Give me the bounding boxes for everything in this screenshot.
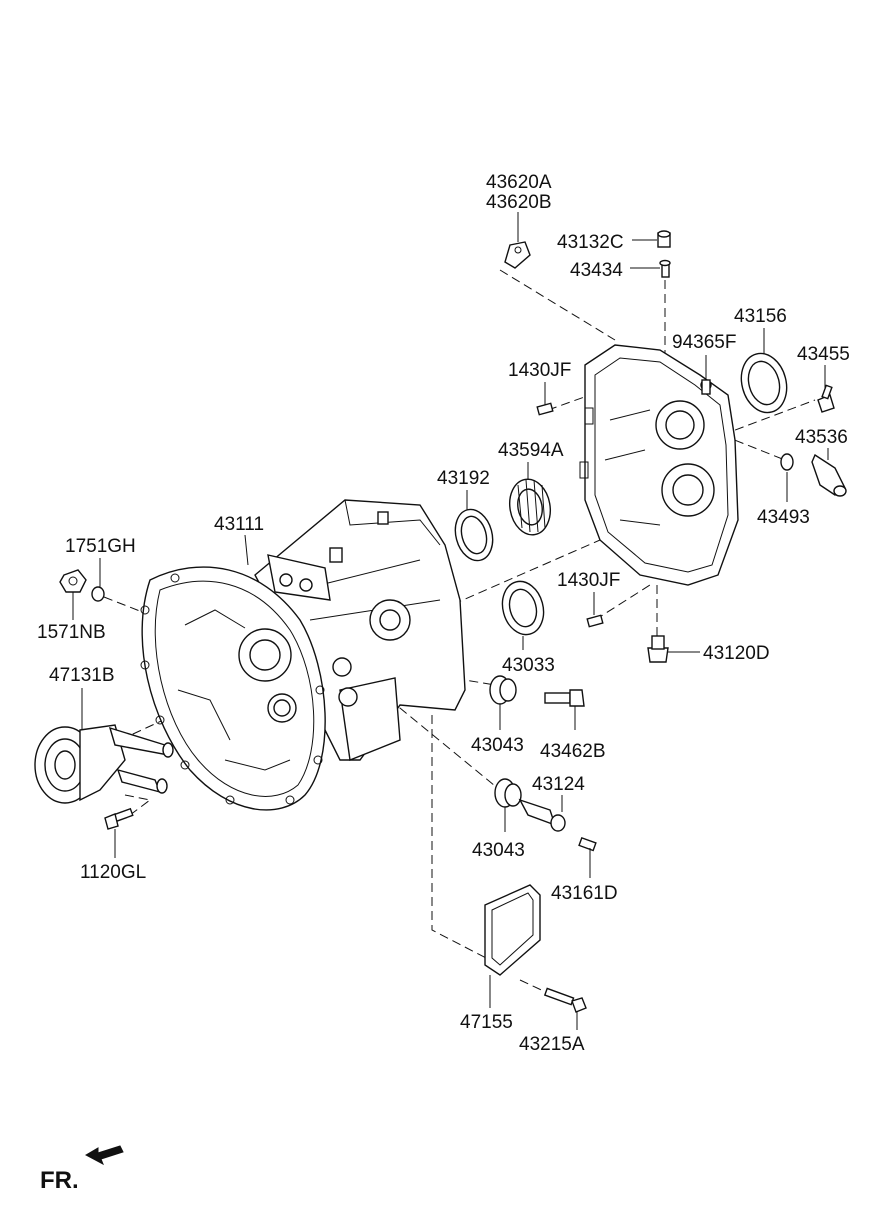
bolt-43455 [817, 384, 835, 413]
label-43594A: 43594A [498, 440, 564, 461]
label-43192: 43192 [437, 468, 490, 489]
label-43120D: 43120D [703, 643, 770, 664]
bracket-43620 [504, 241, 531, 269]
pin-43434 [659, 259, 671, 278]
cover-47155 [484, 884, 541, 976]
shaft-43124 [518, 798, 566, 832]
front-direction-arrow-icon [84, 1145, 124, 1166]
label-1120GL: 1120GL [80, 862, 146, 883]
label-43462B: 43462B [540, 741, 606, 762]
label-43033: 43033 [502, 655, 555, 676]
pin-1430JF-top [536, 402, 554, 416]
seal-43033 [501, 580, 545, 636]
cap-43132C [657, 230, 671, 248]
bushing-43043-lower [494, 778, 522, 808]
bearing-43594A [509, 478, 551, 536]
label-43111: 43111 [214, 514, 264, 535]
label-43132C: 43132C [557, 232, 624, 253]
seal-ring-43156 [740, 352, 788, 414]
label-43434: 43434 [570, 260, 623, 281]
label-1430JF-mid: 1430JF [557, 570, 620, 591]
bolt-1120GL [104, 807, 134, 830]
leader-lines [72, 212, 829, 1030]
label-47155: 47155 [460, 1012, 513, 1033]
shaft-43462B [544, 689, 585, 707]
label-43620A: 43620A [486, 172, 552, 193]
nut-1571NB [59, 569, 87, 593]
label-43536: 43536 [795, 427, 848, 448]
label-43620B: 43620B [486, 192, 552, 213]
pin-1430JF-mid [586, 614, 604, 628]
label-43161D: 43161D [551, 883, 618, 904]
label-94365F: 94365F [672, 332, 736, 353]
transmission-case-43111 [140, 499, 466, 811]
switch-43536 [811, 453, 847, 497]
label-1571NB: 1571NB [37, 622, 106, 643]
bushing-43043-upper [489, 675, 517, 705]
pin-43161D [578, 836, 597, 852]
label-43043-upper: 43043 [471, 735, 524, 756]
dowel-94365F [701, 379, 711, 395]
label-43043-lower: 43043 [472, 840, 525, 861]
front-direction-marker: FR. [40, 1145, 124, 1194]
label-1751GH: 1751GH [65, 536, 136, 557]
label-43156: 43156 [734, 306, 787, 327]
label-43215A: 43215A [519, 1034, 585, 1055]
part-labels: 43620A 43620B 43132C 43434 43156 94365F … [37, 172, 850, 1055]
front-direction-label: FR. [40, 1167, 79, 1194]
bolt-43215A [543, 987, 587, 1013]
washer-1751GH [91, 586, 105, 602]
plug-43120D [647, 635, 669, 663]
label-43124: 43124 [532, 774, 585, 795]
label-47131B: 47131B [49, 665, 115, 686]
rear-cover-plate [579, 344, 739, 586]
label-43455: 43455 [797, 344, 850, 365]
seal-43192 [454, 508, 494, 562]
label-1430JF-top: 1430JF [508, 360, 571, 381]
release-bearing-47131B [34, 724, 174, 804]
label-43493: 43493 [757, 507, 810, 528]
washer-43493 [780, 453, 794, 471]
